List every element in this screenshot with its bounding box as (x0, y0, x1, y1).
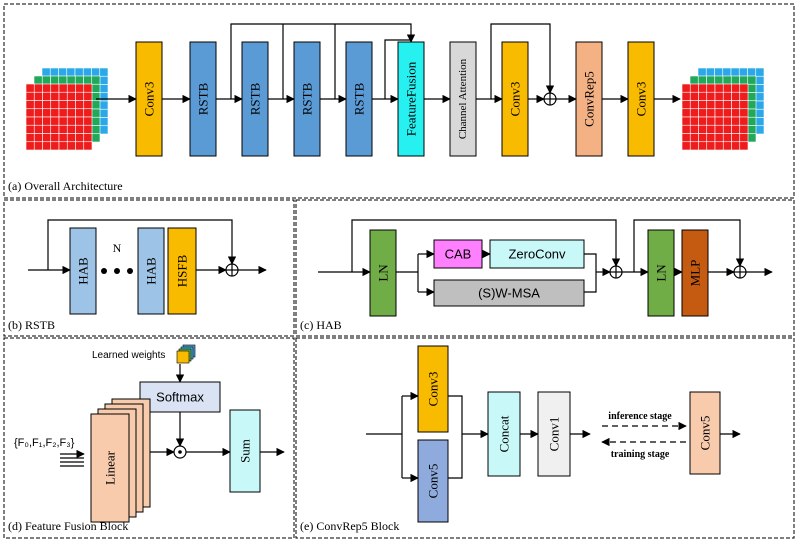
hab-ln-second: LN (647, 229, 675, 317)
rstb-repeat-n: N (113, 241, 122, 255)
panel-b-border (3, 199, 295, 337)
caption-rstb: (b) RSTB (8, 318, 55, 332)
convrep-conv5-left: Conv5 (417, 439, 449, 523)
svg-text:RSTB: RSTB (352, 82, 367, 115)
svg-text:(S)W-MSA: (S)W-MSA (478, 286, 540, 301)
svg-text:RSTB: RSTB (196, 82, 211, 115)
svg-text:RSTB: RSTB (248, 82, 263, 115)
svg-text:Conv5: Conv5 (698, 416, 713, 451)
panel-c-border (295, 199, 795, 337)
svg-text:RSTB: RSTB (300, 82, 315, 115)
svg-text:Sum: Sum (238, 439, 253, 463)
svg-text:MLP: MLP (688, 260, 703, 287)
svg-text:HAB: HAB (76, 257, 91, 285)
rstb-connections (28, 219, 267, 275)
svg-text:Conv3: Conv3 (508, 82, 523, 117)
svg-text:Channel Attention: Channel Attention (457, 58, 469, 139)
convrep-conv5-right: Conv5 (689, 391, 721, 475)
svg-text:FeatureFusion: FeatureFusion (404, 61, 419, 136)
rstb-hab-first: HAB (69, 227, 97, 315)
rstb-hab-last: HAB (137, 227, 165, 315)
convrep-connections (366, 391, 741, 483)
input-image-grid (25, 67, 109, 151)
svg-text:HSFB: HSFB (175, 254, 190, 287)
svg-text:Conv3: Conv3 (426, 372, 441, 407)
convrep-inference-label: inference stage (608, 411, 672, 422)
fusion-linear: Linear (90, 398, 151, 523)
grid-layer-red (681, 83, 749, 151)
fusion-sum: Sum (229, 409, 261, 493)
svg-text:HAB: HAB (144, 257, 159, 285)
block-convrep5: ConvRep5 (575, 41, 603, 157)
panel-e-border (295, 337, 795, 539)
block-conv3-third: Conv3 (627, 41, 655, 157)
rstb-ellipsis (101, 268, 133, 274)
grid-layer-red (25, 83, 93, 151)
convrep-conv1: Conv1 (537, 391, 571, 477)
fusion-connections (60, 364, 285, 467)
block-channel-attention: Channel Attention (449, 41, 477, 157)
hab-zeroconv: ZeroConv (489, 239, 585, 269)
hab-mlp: MLP (681, 229, 709, 317)
learned-weights-icon (176, 344, 196, 364)
hab-cab: CAB (433, 239, 483, 269)
block-rstb-4: RSTB (345, 41, 373, 157)
hab-connections (318, 219, 773, 297)
fusion-softmax: Softmax (139, 381, 221, 413)
svg-text:ZeroConv: ZeroConv (508, 247, 566, 262)
block-rstb-1: RSTB (189, 41, 217, 157)
svg-text:Conv3: Conv3 (634, 82, 649, 117)
block-conv3-second: Conv3 (501, 41, 529, 157)
convrep-conv3: Conv3 (417, 345, 449, 433)
overall-connections (96, 23, 681, 104)
svg-text:LN: LN (376, 264, 391, 282)
svg-text:CAB: CAB (445, 247, 472, 262)
svg-text:Conv3: Conv3 (142, 82, 157, 117)
svg-text:Softmax: Softmax (156, 390, 204, 405)
convrep-concat: Concat (487, 391, 521, 477)
rstb-hsfb: HSFB (167, 227, 197, 315)
block-feature-fusion: FeatureFusion (397, 41, 425, 157)
caption-overall: (a) Overall Architecture (8, 179, 123, 193)
fusion-inputs-label: {F₀,F₁,F₂,F₃} (14, 437, 75, 449)
panel-d-border (3, 337, 295, 539)
output-image-grid (681, 67, 765, 151)
svg-text:ConvRep5: ConvRep5 (582, 71, 597, 127)
svg-text:Conv5: Conv5 (426, 464, 441, 499)
svg-text:Concat: Concat (497, 415, 512, 452)
block-rstb-2: RSTB (241, 41, 269, 157)
svg-text:LN: LN (654, 264, 669, 282)
block-rstb-3: RSTB (293, 41, 321, 157)
hab-swmsa: (S)W-MSA (433, 279, 585, 307)
caption-hab: (c) HAB (300, 318, 342, 332)
convrep-training-label: training stage (611, 449, 670, 460)
svg-text:Conv1: Conv1 (547, 417, 562, 452)
caption-convrep: (e) ConvRep5 Block (300, 519, 399, 533)
fusion-weighted-product-node (173, 445, 187, 459)
fusion-learned-weights-label: Learned weights (92, 350, 165, 361)
svg-text:Linear: Linear (103, 450, 118, 485)
block-conv3-first: Conv3 (135, 41, 163, 157)
hab-ln-first: LN (369, 229, 397, 317)
